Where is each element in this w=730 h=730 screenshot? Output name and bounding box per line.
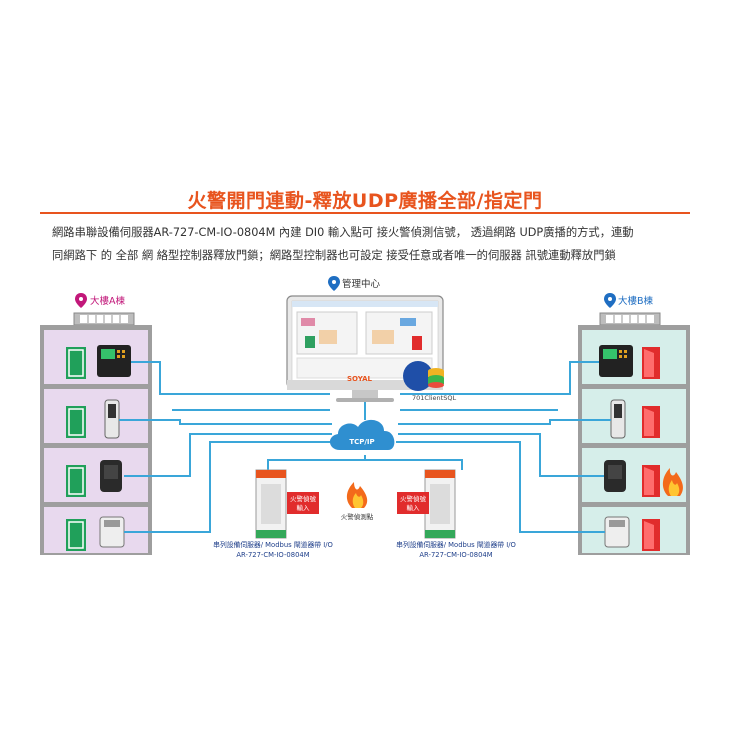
card-reader-icon — [604, 460, 626, 492]
card-reader-icon — [100, 460, 122, 492]
door-icon — [642, 519, 660, 551]
fire-input-right-line-2: 輸入 — [407, 503, 421, 512]
server-left-caption-2: AR-727-CM-IO-0804M — [236, 551, 309, 559]
fire-input-badge-right — [397, 492, 429, 514]
fire-input-right-line-1: 火警偵號 — [400, 494, 427, 503]
software-label: 701ClientSQL — [412, 394, 456, 402]
fire-icon — [346, 482, 368, 508]
location-pin-icon — [75, 293, 87, 308]
page-title: 火警開門連動-釋放UDP廣播全部/指定門 — [187, 190, 543, 212]
door-icon — [642, 406, 660, 438]
cloud-icon — [329, 419, 395, 450]
building-a-label: 大樓A棟 — [90, 295, 125, 307]
door-icon — [66, 465, 86, 497]
door-icon — [66, 519, 86, 551]
fire-icon — [662, 468, 683, 496]
server-device-left — [255, 469, 287, 539]
location-pin-icon — [604, 293, 616, 308]
fire-input-left-line-1: 火警偵號 — [290, 494, 317, 503]
card-reader-icon — [604, 516, 630, 548]
door-icon — [642, 347, 660, 379]
floor-a4 — [44, 507, 148, 553]
building-b — [578, 312, 690, 555]
database-icon — [403, 361, 444, 391]
title-divider — [40, 212, 690, 214]
card-reader-icon — [104, 399, 120, 439]
card-reader-icon — [610, 399, 626, 439]
server-device-right — [424, 469, 456, 539]
brand-label: SOYAL — [347, 375, 373, 383]
card-reader-icon — [97, 345, 131, 377]
location-pin-icon — [328, 276, 340, 291]
door-icon — [66, 347, 86, 379]
door-icon — [66, 406, 86, 438]
floor-a2 — [44, 389, 148, 443]
door-icon — [642, 465, 660, 497]
server-right-caption-1: 串列設備伺服器/ Modbus 閘道器帶 I/O — [396, 540, 516, 549]
fire-input-left-line-2: 輸入 — [297, 503, 311, 512]
management-center-label: 管理中心 — [342, 278, 381, 290]
description-line-2: 同網路下 的 全部 網 絡型控制器釋放門鎖；網路型控制器也可設定 接受任意或者唯… — [52, 249, 616, 262]
network-label: TCP/IP — [349, 438, 374, 446]
monitor-icon — [286, 295, 444, 402]
server-right-caption-2: AR-727-CM-IO-0804M — [419, 551, 492, 559]
card-reader-icon — [99, 516, 125, 548]
fire-point-label: 火警偵測點 — [341, 512, 374, 521]
floor-b2 — [582, 389, 686, 443]
card-reader-icon — [599, 345, 633, 377]
floor-b4 — [582, 507, 686, 553]
building-b-label: 大樓B棟 — [618, 295, 654, 307]
building-a — [40, 312, 152, 555]
fire-input-badge-left — [287, 492, 319, 514]
floor-b1 — [582, 330, 686, 384]
network-lines — [119, 361, 611, 533]
description-line-1: 網路串聯設備伺服器AR-727-CM-IO-0804M 內建 DI0 輸入點可 … — [52, 226, 634, 239]
server-left-caption-1: 串列設備伺服器/ Modbus 閘道器帶 I/O — [213, 540, 333, 549]
floor-a1 — [44, 330, 148, 384]
